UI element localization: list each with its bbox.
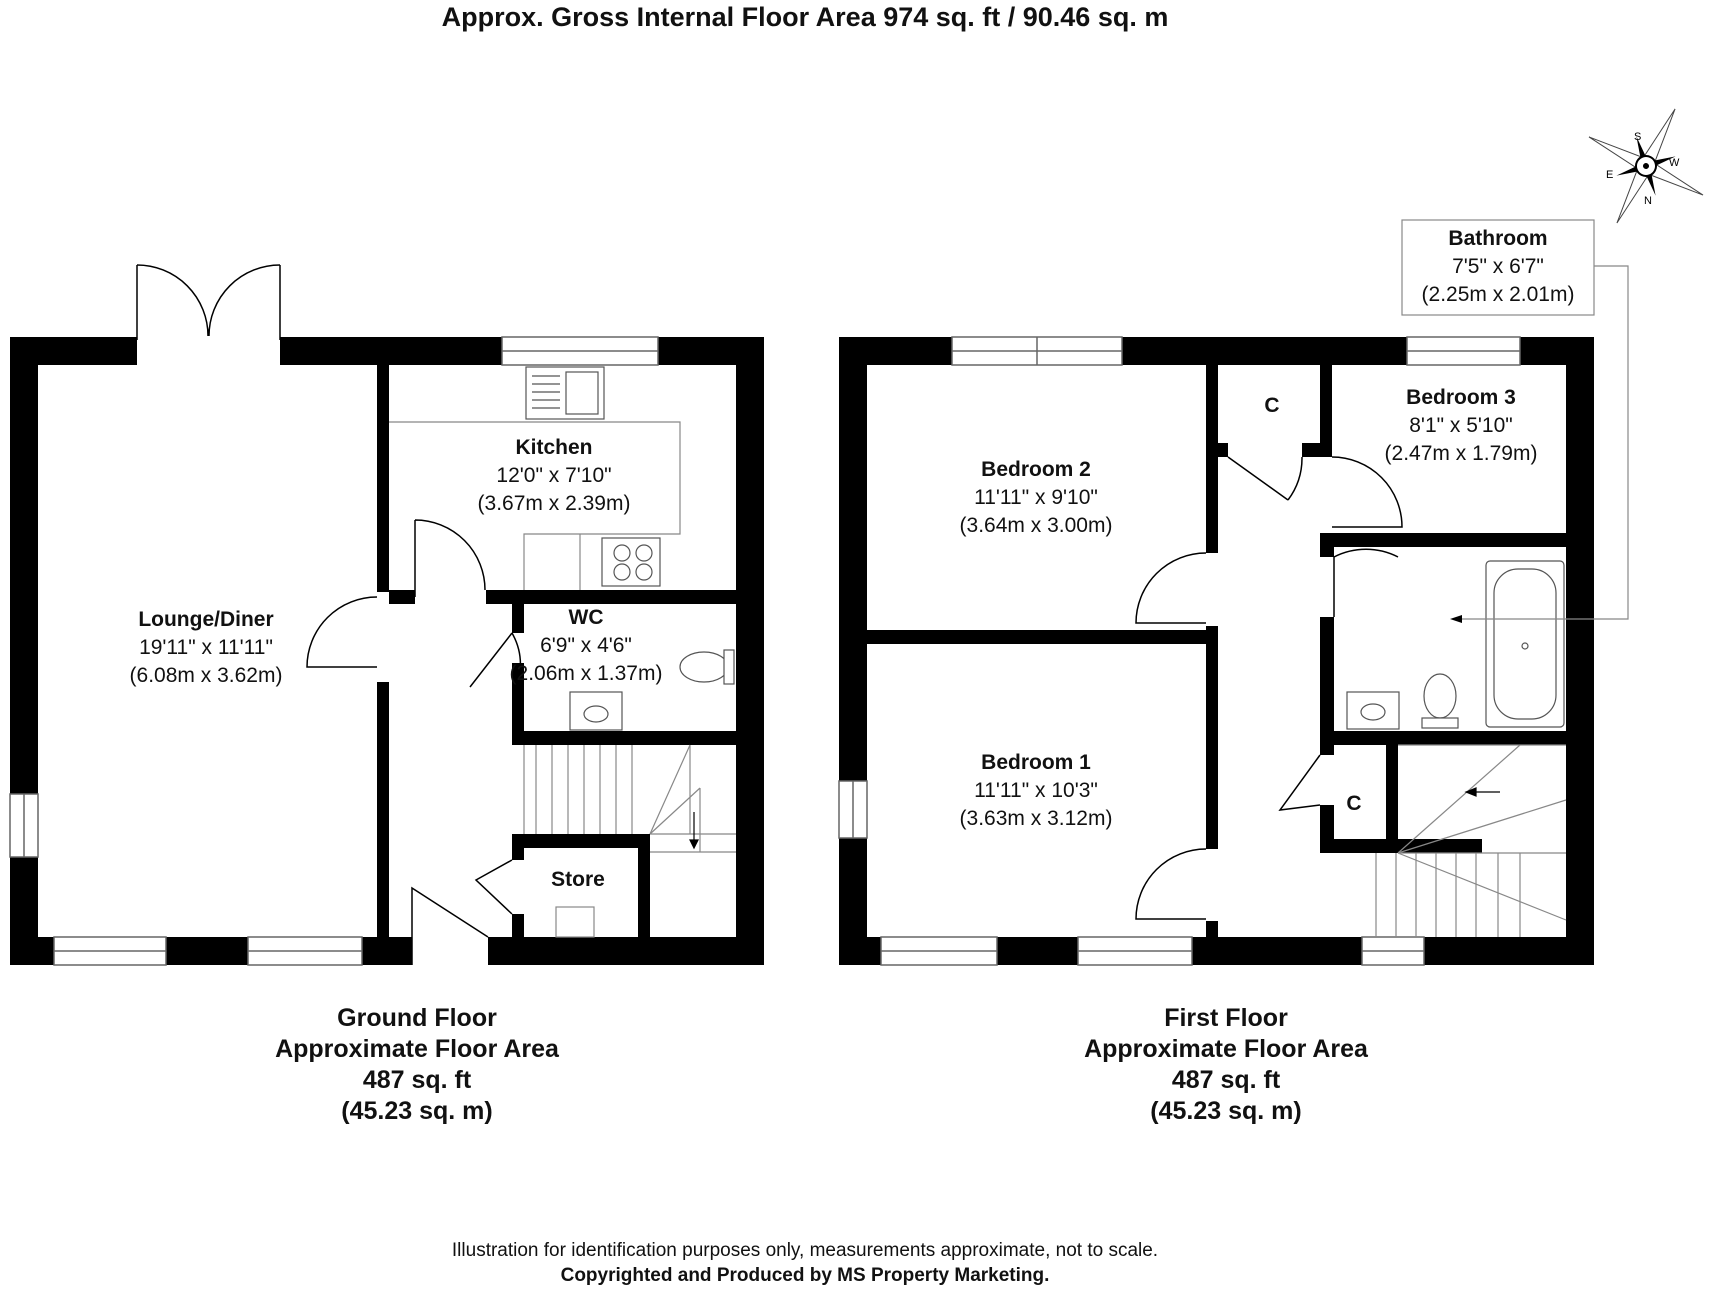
bathroom-metric: (2.25m x 2.01m) <box>1422 283 1575 306</box>
footer: Illustration for identification purposes… <box>0 1238 1610 1288</box>
french-doors <box>136 264 281 340</box>
compass-letters: S W E N <box>1606 131 1680 207</box>
bathroom-imperial: 7'5" x 6'7" <box>1452 255 1544 278</box>
first-floor-name: First Floor <box>1164 1004 1288 1032</box>
kitchen-sink <box>525 366 605 420</box>
compass-icon <box>1588 108 1704 224</box>
ground-floor-outer-walls <box>10 337 764 965</box>
lounge-name: Lounge/Diner <box>138 608 273 631</box>
compass-e: E <box>1606 169 1613 181</box>
footer-disclaimer: Illustration for identification purposes… <box>451 1240 1159 1261</box>
store-fittings <box>555 906 595 938</box>
compass-w: W <box>1669 157 1680 169</box>
ground-floor-area-label: Approximate Floor Area <box>275 1035 559 1063</box>
bedroom1-metric: (3.63m x 3.12m) <box>960 807 1113 830</box>
kitchen-counters <box>389 421 681 590</box>
bedroom1-imperial: 11'11" x 10'3" <box>974 779 1098 802</box>
lounge-imperial: 19'11" x 11'11" <box>139 636 273 659</box>
compass-n: N <box>1644 195 1652 207</box>
cupboard-bottom-name: C <box>1346 792 1361 815</box>
ground-floor-inner-walls <box>377 365 736 937</box>
ground-floor-doors <box>306 519 522 965</box>
ground-floor-name: Ground Floor <box>337 1004 497 1032</box>
bathroom-callout <box>1401 219 1629 620</box>
ground-floor-area-metric: (45.23 sq. m) <box>341 1097 493 1125</box>
bedroom2-imperial: 11'11" x 9'10" <box>974 486 1098 509</box>
bedroom3-name: Bedroom 3 <box>1406 386 1516 409</box>
bedroom2-name: Bedroom 2 <box>981 458 1091 481</box>
first-floor-area-imperial: 487 sq. ft <box>1171 1066 1281 1094</box>
wc-name: WC <box>569 606 604 629</box>
ground-floor-stairs <box>523 744 736 853</box>
first-floor-area-label: Approximate Floor Area <box>1084 1035 1368 1063</box>
cupboard-top-name: C <box>1264 394 1279 417</box>
ground-floor-plan <box>9 264 764 966</box>
bathroom-callout-arrow <box>1450 615 1462 623</box>
first-floor-outer-walls <box>839 337 1594 965</box>
ground-floor-windows <box>9 336 659 966</box>
compass-s: S <box>1634 131 1641 143</box>
room-labels: Lounge/Diner 19'11" x 11'11" (6.08m x 3.… <box>130 227 1575 891</box>
footer-copyright: Copyrighted and Produced by MS Property … <box>560 1265 1050 1286</box>
first-floor-area-metric: (45.23 sq. m) <box>1150 1097 1302 1125</box>
kitchen-metric: (3.67m x 2.39m) <box>478 492 631 515</box>
bedroom3-imperial: 8'1" x 5'10" <box>1409 414 1513 437</box>
lounge-metric: (6.08m x 3.62m) <box>130 664 283 687</box>
ground-floor-area-imperial: 487 sq. ft <box>362 1066 472 1094</box>
first-floor-stairs <box>1375 744 1567 937</box>
stairs-arrow-first <box>1464 787 1500 797</box>
first-floor-windows <box>838 336 1521 966</box>
first-floor-inner-walls <box>867 365 1566 937</box>
ground-floor-summary: Ground Floor Approximate Floor Area 487 … <box>157 1003 677 1127</box>
first-floor-summary: First Floor Approximate Floor Area 487 s… <box>966 1003 1486 1127</box>
bedroom1-name: Bedroom 1 <box>981 751 1091 774</box>
wc-imperial: 6'9" x 4'6" <box>540 634 632 657</box>
kitchen-imperial: 12'0" x 7'10" <box>496 464 611 487</box>
hob <box>601 537 661 587</box>
bathroom-fittings <box>1346 560 1565 730</box>
store-name: Store <box>551 868 605 891</box>
first-floor-plan <box>838 219 1629 966</box>
bedroom3-metric: (2.47m x 1.79m) <box>1385 442 1538 465</box>
first-floor-doors <box>1135 456 1403 920</box>
kitchen-name: Kitchen <box>515 436 592 459</box>
wc-fittings <box>569 649 735 731</box>
bedroom2-metric: (3.64m x 3.00m) <box>960 514 1113 537</box>
wc-metric: (2.06m x 1.37m) <box>510 662 663 685</box>
bathroom-name: Bathroom <box>1448 227 1547 250</box>
page-title: Approx. Gross Internal Floor Area 974 sq… <box>441 2 1169 32</box>
stairs-arrow <box>689 812 699 850</box>
